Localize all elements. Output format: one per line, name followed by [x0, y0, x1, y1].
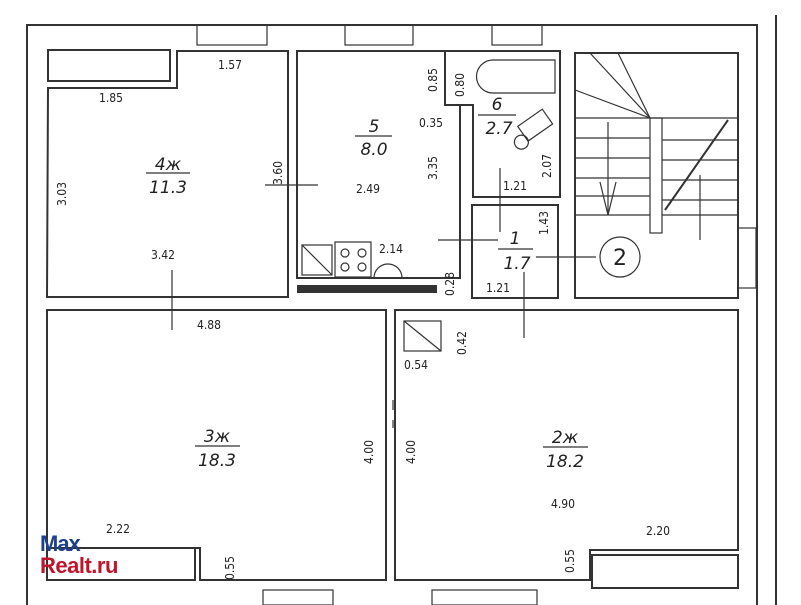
radiator — [297, 285, 437, 293]
svg-text:0.42: 0.42 — [455, 331, 469, 355]
svg-text:3.35: 3.35 — [426, 156, 440, 180]
svg-text:1.43: 1.43 — [537, 211, 551, 235]
room-label-3: 3ж 18.3 — [195, 427, 240, 471]
svg-text:4.90: 4.90 — [551, 497, 575, 511]
balcony-box — [47, 49, 171, 82]
window — [196, 24, 268, 46]
svg-text:2.14: 2.14 — [379, 242, 403, 256]
svg-text:1.57: 1.57 — [218, 58, 242, 72]
svg-text:1: 1 — [510, 229, 521, 249]
svg-text:3.03: 3.03 — [55, 182, 69, 206]
sink-icon — [403, 320, 442, 352]
svg-text:3ж: 3ж — [204, 427, 231, 447]
room-6-walls — [445, 50, 561, 198]
room-label-2: 2ж 18.2 — [543, 428, 588, 472]
svg-text:0.54: 0.54 — [404, 358, 428, 372]
bathtub-icon — [475, 59, 556, 94]
svg-text:4.88: 4.88 — [197, 318, 221, 332]
room-2-walls — [394, 309, 739, 581]
room-label-6: 6 2.7 — [478, 95, 516, 139]
window — [262, 589, 334, 605]
svg-text:1.7: 1.7 — [503, 254, 530, 274]
window — [431, 589, 538, 605]
watermark-realt: Realt.ru — [40, 553, 118, 578]
svg-text:0.85: 0.85 — [426, 68, 440, 92]
room-label-5: 5 8.0 — [355, 117, 392, 160]
svg-text:18.3: 18.3 — [198, 451, 236, 471]
balcony-box — [591, 554, 739, 589]
svg-text:8.0: 8.0 — [360, 140, 387, 160]
svg-text:6: 6 — [492, 95, 503, 115]
svg-text:2.7: 2.7 — [485, 119, 512, 139]
balcony-box — [46, 547, 196, 581]
outer-walls — [26, 15, 777, 605]
svg-text:4.00: 4.00 — [362, 440, 376, 464]
svg-text:0.80: 0.80 — [453, 73, 467, 97]
svg-text:2.07: 2.07 — [540, 154, 554, 178]
svg-text:11.3: 11.3 — [149, 178, 187, 198]
svg-text:1.21: 1.21 — [503, 179, 527, 193]
staircase — [574, 52, 739, 299]
stove-icon — [334, 241, 372, 278]
svg-text:4ж: 4ж — [155, 155, 182, 175]
svg-text:18.2: 18.2 — [546, 452, 584, 472]
svg-text:3.60: 3.60 — [271, 161, 285, 185]
stair-number-circle — [599, 236, 641, 278]
svg-text:0.55: 0.55 — [223, 556, 237, 580]
room-label-1: 1 1.7 — [498, 229, 533, 274]
svg-text:2ж: 2ж — [552, 428, 579, 448]
window — [737, 227, 757, 289]
svg-text:2.49: 2.49 — [356, 182, 380, 196]
svg-text:5: 5 — [369, 117, 380, 137]
sink-icon — [301, 244, 333, 276]
watermark-max: Max — [40, 531, 81, 556]
svg-text:0.28: 0.28 — [443, 272, 457, 296]
svg-text:0.35: 0.35 — [419, 116, 443, 130]
heater-icon — [373, 263, 403, 279]
toilet-icon — [513, 108, 554, 150]
svg-text:1.21: 1.21 — [486, 281, 510, 295]
window — [344, 24, 414, 46]
svg-text:2.20: 2.20 — [646, 524, 670, 538]
dimension-labels: 1.57 1.85 3.03 3.60 3.42 2.49 3.35 0.35 … — [55, 58, 670, 580]
stair-number: 2 — [613, 246, 627, 271]
svg-text:2.22: 2.22 — [106, 522, 130, 536]
window — [491, 24, 543, 46]
room-4-walls — [45, 50, 289, 298]
svg-text:3.42: 3.42 — [151, 248, 175, 262]
svg-text:0.55: 0.55 — [563, 549, 577, 573]
svg-text:1.85: 1.85 — [99, 91, 123, 105]
svg-text:4.00: 4.00 — [404, 440, 418, 464]
room-label-4: 4ж 11.3 — [146, 155, 190, 198]
room-1-walls — [471, 204, 559, 299]
